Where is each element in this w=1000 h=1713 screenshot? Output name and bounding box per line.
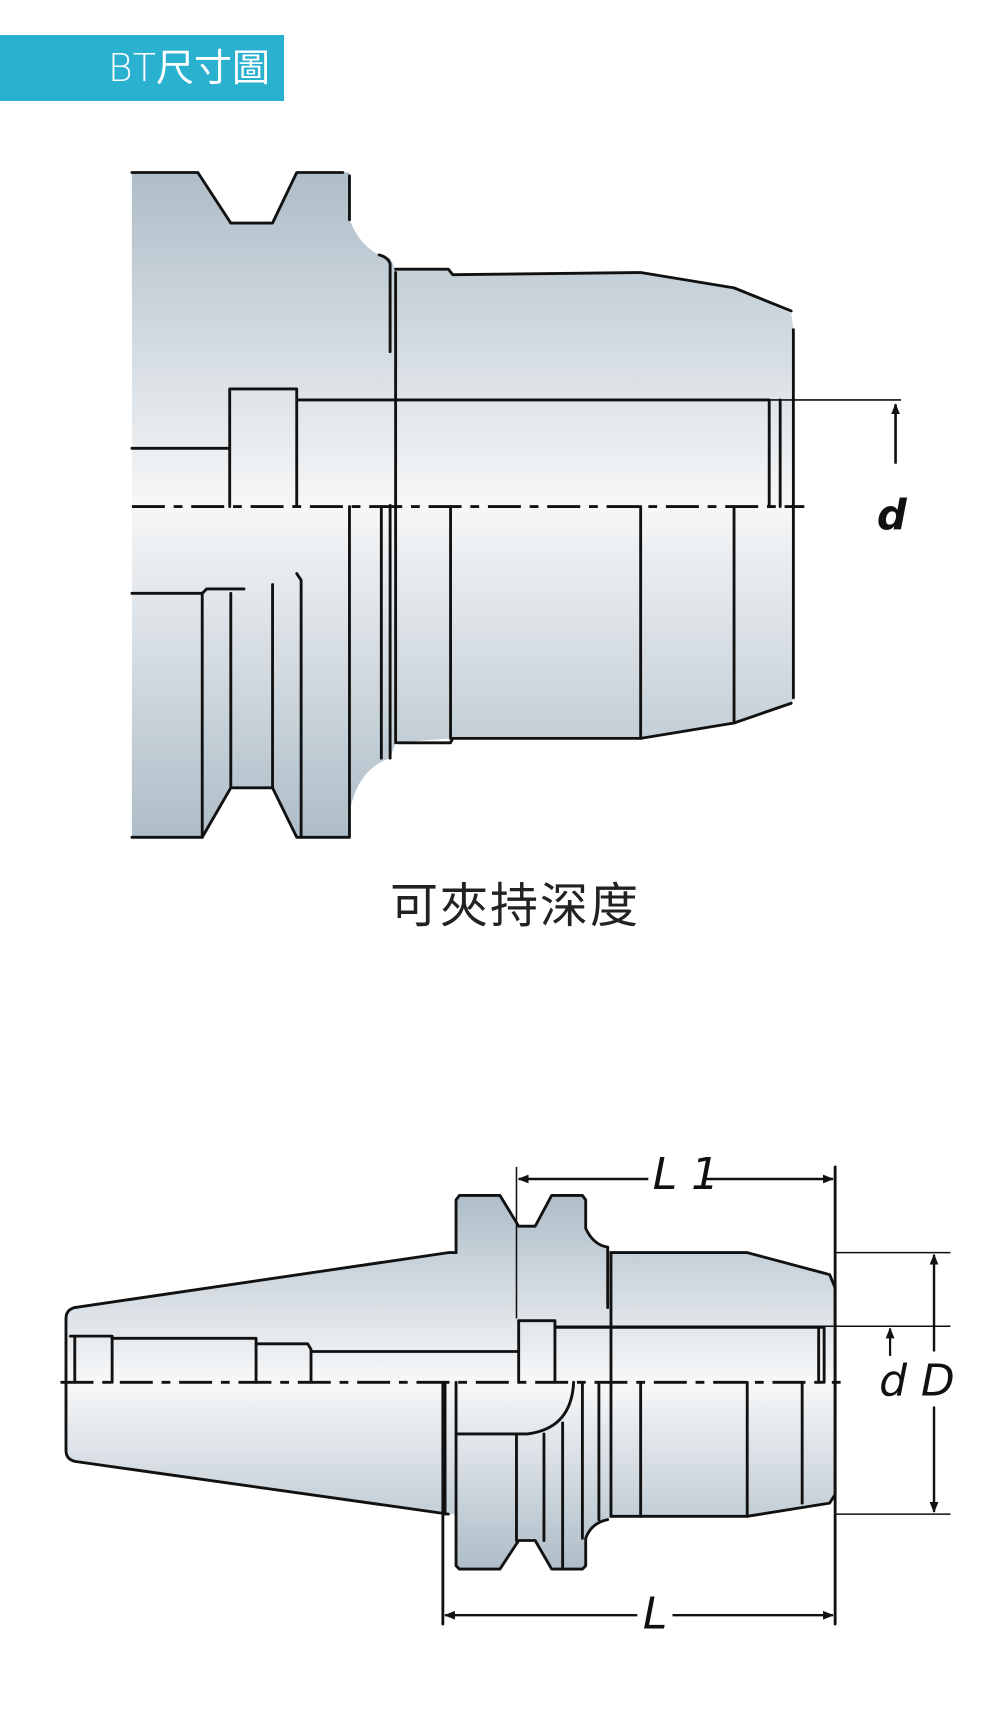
small-d-label: d [879, 1355, 908, 1406]
l1-label: L 1 [653, 1149, 719, 1200]
big-d-label: D [921, 1355, 955, 1406]
top-d-label: d [877, 491, 908, 540]
top-holder-diagram: d [130, 171, 908, 839]
top-holder-body [131, 172, 794, 838]
header-title: BT尺寸圖 [107, 46, 270, 90]
bottom-holder-body [65, 1195, 836, 1570]
l-label: L [643, 1588, 667, 1639]
clamping-depth-caption: 可夾持深度 [389, 878, 640, 934]
header-banner: BT尺寸圖 [0, 35, 284, 101]
bottom-holder-diagram: L 1 L D d [60, 1149, 955, 1639]
